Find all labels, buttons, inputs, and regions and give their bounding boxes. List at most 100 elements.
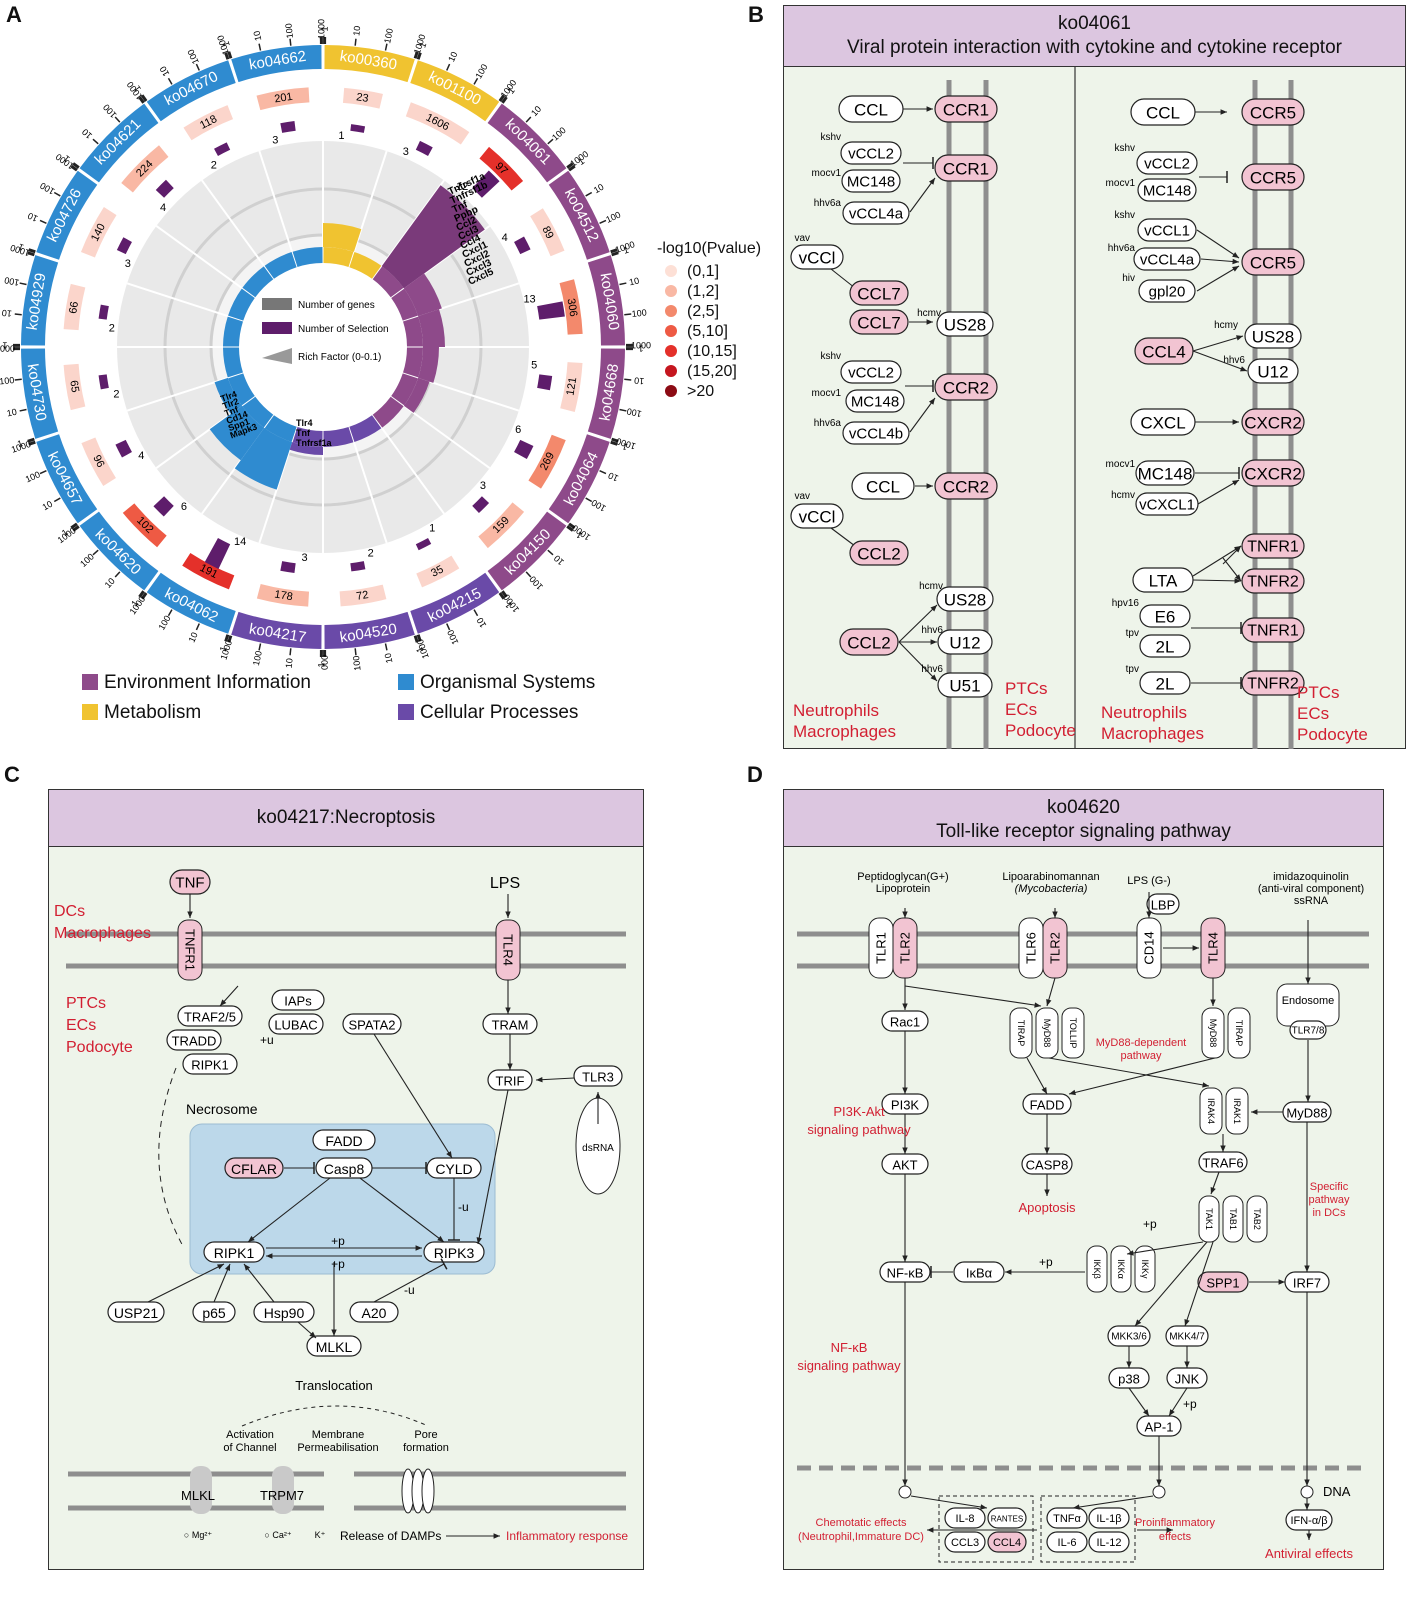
arrow-head <box>476 1237 482 1244</box>
ikk-node <box>1134 1245 1156 1293</box>
panel-d-header: ko04620 Toll-like receptor signaling pat… <box>783 789 1384 847</box>
pvalue-legend-title: -log10(Pvalue) <box>657 240 762 257</box>
scale-tick-label: 100 <box>24 469 42 484</box>
pathway-band <box>79 103 159 183</box>
panel-b-title-id: ko04061 <box>1058 13 1131 34</box>
arrow-head <box>266 1253 273 1259</box>
pvalue-legend-item: >20 <box>657 382 761 402</box>
specific-pathway-label: in DCs <box>1312 1207 1346 1219</box>
arrow-head <box>1044 1189 1050 1196</box>
gene-count-label: 96 <box>90 453 106 469</box>
node-pill <box>1138 279 1196 303</box>
selection-bar <box>116 237 132 255</box>
gene-count-bar <box>559 279 583 335</box>
pvalue-label: >20 <box>687 383 715 400</box>
gene-count-bar <box>256 87 310 111</box>
node-pill <box>1133 247 1201 271</box>
node-pill <box>937 672 993 698</box>
category-legend-item: Organismal Systems <box>398 672 658 694</box>
apoptosis-label: Apoptosis <box>1018 1200 1076 1215</box>
adaptor-node <box>1035 1007 1059 1059</box>
lps-label: LPS <box>490 875 520 892</box>
scale-tick-label: 1 <box>316 662 326 667</box>
scale-tick <box>72 525 80 532</box>
panel-d-diagram: Peptidoglycan(G+)LipoproteinLipoarabinom… <box>797 871 1369 1563</box>
virus-tag: hcmv <box>917 308 941 319</box>
phos-label: +p <box>331 1257 345 1271</box>
scale-tick <box>258 43 262 51</box>
membrane-label: Membrane <box>312 1429 365 1441</box>
arrow-head <box>1044 1147 1050 1154</box>
phos-label: +p <box>1143 1217 1157 1231</box>
gene-count-bar <box>479 146 524 191</box>
node-pill <box>1241 670 1305 696</box>
selection-label: 3 <box>301 552 307 564</box>
scale-tick-label: 100 <box>251 650 264 667</box>
virus-tag: mocv1 <box>812 168 842 179</box>
scale-tick-label: 100 <box>186 48 201 66</box>
node-label: Rac1 <box>890 1015 920 1030</box>
scale-tick-label: 10 <box>284 658 295 669</box>
node-label: IL-1β <box>1096 1513 1121 1525</box>
antiviral-label: Antiviral effects <box>1265 1546 1353 1561</box>
selection-label: 3 <box>125 258 131 270</box>
scale-tick <box>501 590 508 598</box>
sector-separator <box>371 414 445 515</box>
node-pill <box>1241 98 1305 126</box>
node-label: TRAF2/5 <box>184 1010 236 1025</box>
nfkb-label: NF-κB <box>831 1340 868 1355</box>
scale-tick-label: 10 <box>6 407 18 419</box>
scale-tick <box>547 138 554 145</box>
arrow-head <box>220 999 227 1006</box>
arrow-head <box>1166 1527 1173 1533</box>
gene-label: Tlr4 <box>296 418 313 428</box>
selection-bar <box>350 561 366 572</box>
selection-bar <box>204 538 231 570</box>
rich-factor-bar <box>418 309 445 347</box>
scale-tick <box>585 497 593 503</box>
node-label: MC148 <box>1138 465 1193 484</box>
arrow-head <box>1278 1279 1285 1285</box>
scale-tick-label: 100 <box>631 307 647 319</box>
node-label: RIPK3 <box>434 1245 475 1261</box>
node-label: IFN-α/β <box>1290 1515 1327 1527</box>
node-pill <box>268 1013 324 1035</box>
node-label: TNFR2 <box>1247 574 1299 591</box>
node-label: CXCR2 <box>1244 414 1302 433</box>
node-label: CCR5 <box>1250 254 1296 273</box>
arrow <box>909 397 936 433</box>
gene-count-label: 66 <box>67 301 81 315</box>
node-label: LBP <box>1151 898 1176 913</box>
rich-factor-bar <box>209 405 265 461</box>
pvalue-label: (5,10] <box>687 323 728 340</box>
tlr-receptor-label: TLR4 <box>1206 932 1221 964</box>
pathway-band <box>548 170 610 260</box>
node-pill <box>1244 323 1302 349</box>
selection-label: 12 <box>456 181 468 193</box>
arrow-head <box>1169 1409 1175 1416</box>
node-label: CCR2 <box>943 379 989 398</box>
selection-bar <box>155 179 174 198</box>
scale-tick <box>92 138 99 145</box>
cell-type-label: Podocyte <box>66 1039 133 1056</box>
category-legend-item: Environment Information <box>82 672 398 694</box>
virus-tag: hhv6a <box>814 418 842 429</box>
pvalue-label: (15,20] <box>687 363 737 380</box>
arrow-head <box>1210 1187 1216 1194</box>
node-pill <box>1088 1507 1130 1529</box>
legend-rich-swatch <box>262 348 292 364</box>
node-pill <box>845 389 905 413</box>
node-pill <box>1139 604 1191 628</box>
virus-tag: hhv6 <box>921 625 943 636</box>
selection-label: 2 <box>211 159 217 171</box>
panel-c-title: ko04217:Necroptosis <box>256 807 436 828</box>
node-pill <box>1241 617 1305 643</box>
virus-tag: mocv1 <box>1106 459 1136 470</box>
node-label: CCL4 <box>993 1537 1021 1549</box>
node-label: TNFR1 <box>1247 539 1299 556</box>
gene-count-bar <box>530 208 565 257</box>
gene-count-bar <box>182 552 235 590</box>
category-inner-arc <box>372 396 404 428</box>
cell-type-label: Macrophages <box>793 722 896 741</box>
node-label: AKT <box>892 1158 917 1173</box>
